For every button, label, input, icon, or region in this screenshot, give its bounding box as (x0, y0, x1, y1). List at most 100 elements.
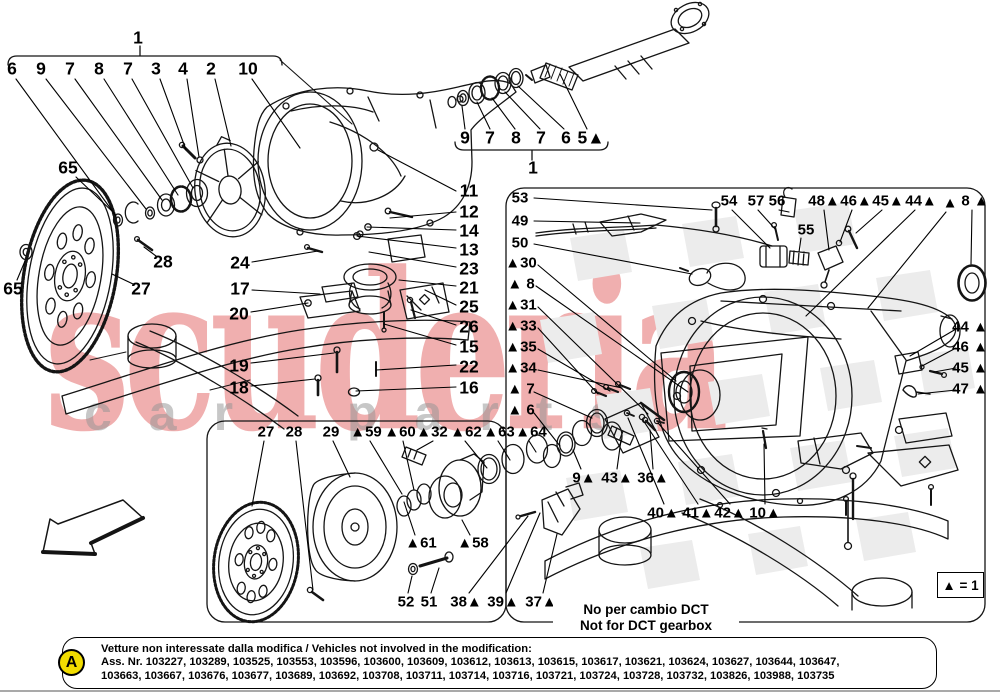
callout-53: 53 (511, 189, 529, 207)
callout-▲6: ▲ 6 (507, 401, 535, 419)
callout-▲35: ▲35 (505, 338, 537, 356)
callout-▲8: ▲ 8 (507, 275, 535, 293)
callout-20: 20 (229, 303, 249, 324)
assembly-1-bracket-shaft (454, 141, 609, 161)
dct-note: No per cambio DCT Not for DCT gearbox (553, 602, 739, 633)
cover-plate-art (194, 136, 266, 238)
note-badge-letter: A (65, 653, 78, 671)
callout-52: 52 (397, 593, 415, 611)
callout-9: 9 (36, 58, 46, 79)
callout-25: 25 (459, 296, 479, 317)
callout-4: 4 (178, 58, 188, 79)
flywheel-bolt-art (306, 586, 325, 602)
right-panel-box (505, 187, 986, 623)
callout-7: 7 (485, 127, 495, 148)
callout-8: 8 (511, 127, 521, 148)
callout-17: 17 (230, 278, 250, 299)
callout-▲32: ▲32 (416, 423, 448, 441)
callout-50: 50 (511, 234, 529, 252)
page-bottom-rule (0, 690, 1000, 692)
callout-46▲: 46▲ (840, 192, 872, 210)
callout-10▲: 10▲ (749, 504, 781, 522)
callout-43▲: 43▲ (601, 469, 633, 487)
callout-49: 49 (511, 212, 529, 230)
drive-shaft-art (525, 1, 710, 91)
callout-19: 19 (229, 355, 249, 376)
callout-27: 27 (257, 423, 275, 441)
callout-16: 16 (459, 377, 479, 398)
callout-▲: ▲ (942, 194, 958, 212)
release-bearing-art (396, 434, 584, 576)
callout-6: 6 (561, 127, 571, 148)
callout-36▲: 36▲ (637, 469, 669, 487)
gearbox-housing-right-art (653, 288, 961, 506)
legend-text: ▲ = 1 (942, 577, 979, 593)
callout-7: 7 (536, 127, 546, 148)
callout-27: 27 (131, 278, 151, 299)
watermark-subtext: car parts (84, 385, 655, 441)
flywheel-bottom-art (212, 500, 300, 624)
washer-65-art (19, 243, 33, 261)
callout-37▲: 37▲ (525, 593, 557, 611)
callout-41▲: 41▲ (682, 504, 714, 522)
note-line1: Vetture non interessate dalla modifica /… (101, 643, 532, 655)
dct-note-line1: No per cambio DCT (583, 602, 709, 617)
callout-51: 51 (420, 593, 438, 611)
callout-▲63: ▲63 (483, 423, 515, 441)
callout-15: 15 (459, 336, 479, 357)
callout-22: 22 (459, 356, 479, 377)
note-line2: Ass. Nr. 103227, 103289, 103525, 103553,… (101, 656, 840, 669)
callout-▲33: ▲33 (505, 317, 537, 335)
front-cover-right-art (660, 336, 809, 442)
legend-box: ▲ = 1 (937, 572, 984, 598)
flywheel-art (19, 178, 121, 374)
callout-2: 2 (206, 58, 216, 79)
shift-linkage-art (535, 186, 859, 291)
callout-8▲: 8 ▲ (961, 192, 989, 210)
mount-bracket-art (299, 207, 450, 397)
callout-39▲: 39▲ (487, 593, 519, 611)
callout-8: 8 (94, 58, 104, 79)
callout-5▲: 5▲ (577, 127, 605, 148)
leader-lines (15, 73, 973, 594)
callout-44▲: 44▲ (905, 192, 937, 210)
callout-▲7: ▲ 7 (507, 380, 535, 398)
bottom-left-panel-box (206, 420, 507, 623)
modification-note-box: A Vetture non interessate dalla modifica… (58, 637, 937, 689)
callout-1: 1 (528, 157, 538, 178)
direction-arrow (41, 499, 145, 556)
callout-48▲: 48▲ (808, 192, 840, 210)
output-seal-art (957, 264, 987, 302)
bearing-stack-art (112, 141, 209, 252)
callout-45▲: 45▲ (872, 192, 904, 210)
callout-29: 29 (322, 423, 340, 441)
callout-▲64: ▲64 (515, 423, 547, 441)
callout-▲58: ▲58 (457, 534, 489, 552)
callout-6: 6 (7, 58, 17, 79)
callout-24: 24 (230, 252, 250, 273)
callout-7: 7 (123, 58, 133, 79)
callout-55: 55 (797, 221, 815, 239)
checker-flag-watermark (540, 202, 975, 589)
callout-54: 54 (720, 192, 738, 210)
callout-13: 13 (459, 239, 479, 260)
callout-▲62: ▲62 (450, 423, 482, 441)
callout-46▲: 46 ▲ (952, 338, 988, 356)
callout-28: 28 (285, 423, 303, 441)
note-badge-A: A (58, 649, 85, 676)
callout-3: 3 (151, 58, 161, 79)
callout-23: 23 (459, 258, 479, 279)
slave-cylinder-right-art (542, 380, 666, 469)
callout-9▲: 9▲ (572, 469, 596, 487)
subframe-left-art (61, 319, 471, 430)
callout-1: 1 (133, 27, 143, 48)
callout-▲31: ▲31 (505, 296, 537, 314)
callout-12: 12 (459, 201, 479, 222)
callout-14: 14 (459, 220, 479, 241)
callout-▲61: ▲61 (405, 534, 437, 552)
callout-57: 57 (747, 192, 765, 210)
callout-▲59: ▲59 (350, 423, 382, 441)
callout-26: 26 (459, 316, 479, 337)
callout-65: 65 (3, 278, 23, 299)
